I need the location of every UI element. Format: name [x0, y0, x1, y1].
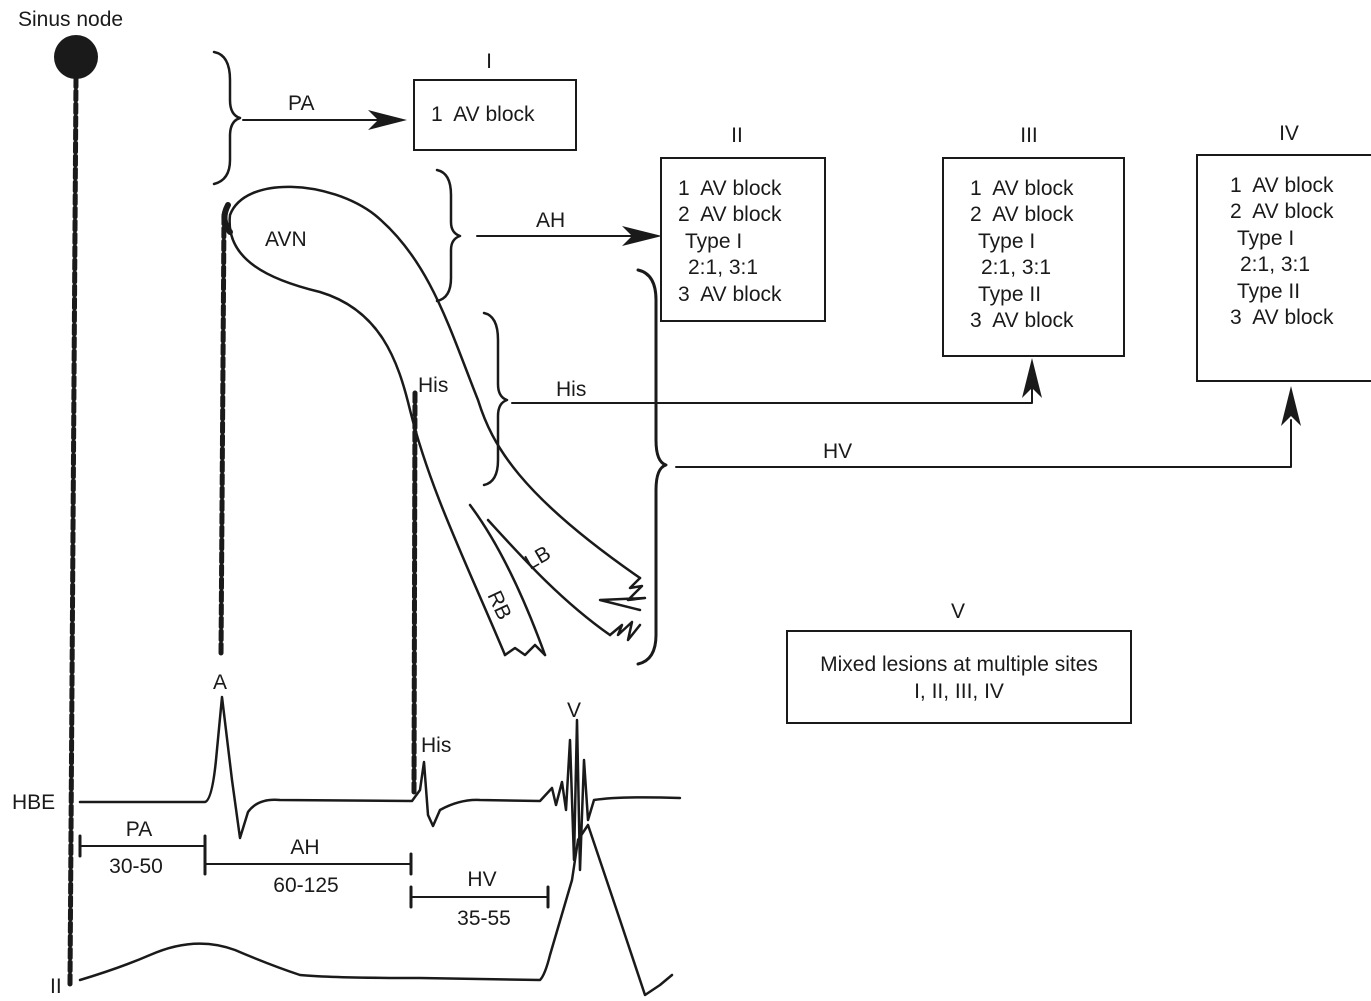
box-iv-line-1: 1 AV block — [1230, 174, 1334, 197]
box-iii-line-2: 2 AV block — [970, 203, 1074, 226]
rb-cut-end — [505, 645, 545, 655]
hbe-trace — [80, 697, 680, 870]
box-iii-numeral: III — [1020, 124, 1038, 147]
box-iii-line-6: 3 AV block — [970, 309, 1074, 332]
pa-interval-range: 30-50 — [109, 855, 163, 878]
hv-arrow-label: HV — [823, 440, 852, 463]
his-bundle-label: His — [418, 374, 448, 397]
site-box-ii: II 1 AV block 2 AV block Type I 2:1, 3:1… — [661, 124, 825, 321]
box-ii-line-1: 1 AV block — [678, 177, 782, 200]
box-ii-numeral: II — [731, 124, 743, 147]
ah-interval-name: AH — [290, 836, 319, 859]
box-i-line-1: 1 AV block — [431, 103, 535, 126]
box-iii-line-3: Type I — [978, 230, 1035, 253]
site-box-iv: IV 1 AV block 2 AV block Type I 2:1, 3:1… — [1197, 122, 1371, 381]
hv-interval-range: 35-55 — [457, 907, 511, 930]
a-timing-line — [221, 215, 224, 656]
his-brace — [484, 313, 507, 485]
hv-brace — [638, 270, 666, 664]
hbe-label: HBE — [12, 791, 55, 814]
box-iv-line-5: Type II — [1237, 280, 1300, 303]
site-box-v: V Mixed lesions at multiple sites I, II,… — [787, 600, 1131, 723]
lb-upper-cut-end — [600, 578, 645, 610]
his-timing-line — [414, 393, 415, 795]
lead-ii-label: II — [50, 975, 62, 998]
pa-interval: PA 30-50 — [80, 818, 205, 878]
box-v-frame — [787, 631, 1131, 723]
his-arrow-label: His — [556, 378, 586, 401]
box-ii-line-3: Type I — [685, 230, 742, 253]
box-ii-line-2: 2 AV block — [678, 203, 782, 226]
rb-label: RB — [483, 587, 516, 623]
ah-brace — [437, 170, 460, 301]
avn-label: AVN — [265, 228, 307, 251]
site-box-iii: III 1 AV block 2 AV block Type I 2:1, 3:… — [943, 124, 1124, 356]
wave-v-label: V — [567, 699, 581, 722]
box-iv-line-6: 3 AV block — [1230, 306, 1334, 329]
pa-arrow-label: PA — [288, 92, 314, 115]
box-v-line-2: I, II, III, IV — [914, 680, 1004, 703]
box-i-numeral: I — [486, 50, 492, 73]
box-iv-line-3: Type I — [1237, 227, 1294, 250]
pa-interval-name: PA — [126, 818, 152, 841]
his-arrow-line — [512, 380, 1032, 403]
box-v-line-1: Mixed lesions at multiple sites — [820, 653, 1098, 676]
av-node-his-bundle-outline — [230, 187, 640, 655]
box-v-numeral: V — [951, 600, 965, 623]
wave-his-label: His — [421, 734, 451, 757]
bundle-branch-split — [470, 505, 610, 655]
lb-label: LB — [521, 542, 555, 575]
box-ii-line-4: 2:1, 3:1 — [688, 256, 758, 279]
hv-interval-name: HV — [467, 868, 496, 891]
ah-interval-range: 60-125 — [273, 874, 338, 897]
ah-interval: AH 60-125 — [205, 836, 411, 897]
sinus-node-label: Sinus node — [18, 8, 123, 31]
ah-arrow-label: AH — [536, 209, 565, 232]
box-iv-line-4: 2:1, 3:1 — [1240, 253, 1310, 276]
box-iii-line-1: 1 AV block — [970, 177, 1074, 200]
hv-arrow-line — [676, 420, 1291, 467]
box-iii-line-4: 2:1, 3:1 — [981, 256, 1051, 279]
pa-brace — [214, 52, 240, 184]
box-iv-line-2: 2 AV block — [1230, 200, 1334, 223]
box-iii-line-5: Type II — [978, 283, 1041, 306]
wave-a-label: A — [213, 671, 227, 694]
lead-ii-trace — [80, 825, 672, 995]
sinus-node — [54, 35, 98, 79]
sinus-timing-line — [70, 78, 76, 985]
site-box-i: I 1 AV block — [414, 50, 576, 150]
box-iv-numeral: IV — [1279, 122, 1299, 145]
box-ii-line-5: 3 AV block — [678, 283, 782, 306]
hv-interval: HV 35-55 — [411, 868, 548, 930]
lb-cut-end — [610, 622, 640, 640]
